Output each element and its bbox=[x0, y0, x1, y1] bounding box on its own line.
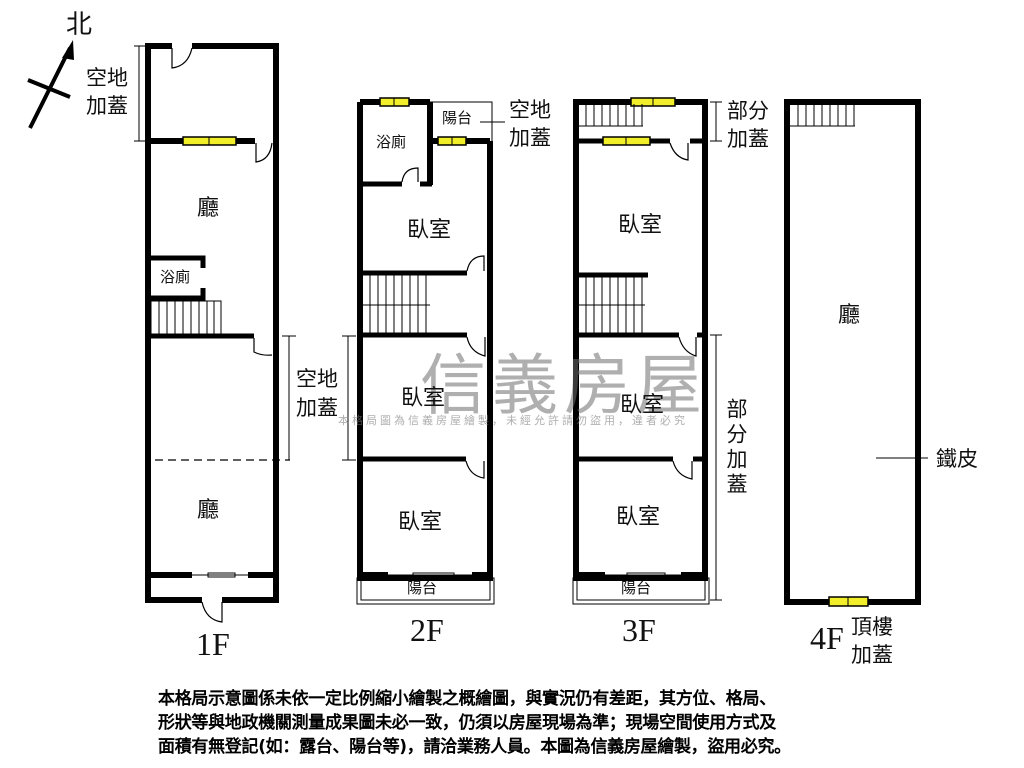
f1-room-bathroom: 浴廁 bbox=[160, 268, 191, 286]
f4-room-hall: 廳 bbox=[838, 303, 861, 328]
floor-1f-plan bbox=[134, 42, 296, 623]
f3-note-side: 部分加蓋 bbox=[724, 398, 748, 498]
watermark-notice: 本格局圖為信義房屋繪製，未經允許請勿盜用，違者必究 bbox=[338, 414, 688, 427]
f3-room-bedroom-middle: 臥室 bbox=[620, 393, 665, 418]
f2-room-bedroom-middle: 臥室 bbox=[401, 386, 446, 411]
f2-floor-label: 2F bbox=[410, 612, 444, 648]
disclaimer-line-1: 本格局示意圖係未依一定比例縮小繪製之概繪圖，與實況仍有差距，其方位、格局、 bbox=[158, 689, 776, 709]
f4-sublabel-line2: 加蓋 bbox=[851, 643, 893, 667]
f3-room-balcony-bottom: 陽台 bbox=[621, 579, 652, 597]
f4-sublabel-line1: 頂樓 bbox=[851, 615, 893, 639]
f3-room-bedroom-lower: 臥室 bbox=[616, 505, 661, 530]
north-label: 北 bbox=[66, 10, 93, 40]
floor-3f-plan bbox=[572, 97, 722, 605]
f1-room-hall-lower: 廳 bbox=[197, 498, 220, 523]
disclaimer-line-3: 面積有無登記(如：露台、陽台等)，請洽業務人員。本圖為信義房屋繪製，盜用必究。 bbox=[158, 737, 791, 757]
f3-room-bedroom-upper: 臥室 bbox=[618, 213, 663, 238]
f1-note-mid-line2: 加蓋 bbox=[296, 396, 338, 420]
f2-room-bedroom-upper: 臥室 bbox=[407, 218, 452, 243]
f2-note-line2: 加蓋 bbox=[509, 126, 551, 150]
f2-note-line1: 空地 bbox=[509, 98, 551, 122]
f1-floor-label: 1F bbox=[196, 626, 230, 662]
f2-room-balcony-bottom: 陽台 bbox=[407, 579, 438, 597]
f1-note-top-line2: 加蓋 bbox=[86, 94, 128, 118]
f1-note-mid-line1: 空地 bbox=[296, 367, 338, 391]
f4-note-iron-sheet: 鐵皮 bbox=[936, 447, 978, 471]
f1-note-top-line1: 空地 bbox=[86, 66, 128, 90]
f3-note-top-line2: 加蓋 bbox=[727, 127, 769, 151]
f3-note-top-line1: 部分 bbox=[727, 99, 769, 123]
f2-room-balcony-top: 陽台 bbox=[442, 109, 473, 127]
f2-room-bedroom-lower: 臥室 bbox=[398, 510, 443, 535]
f1-room-hall-upper: 廳 bbox=[197, 196, 220, 221]
disclaimer-line-2: 形狀等與地政機關測量成果圖未必一致，仍須以房屋現場為準；現場空間使用方式及 bbox=[158, 713, 776, 733]
floor-4f-plan bbox=[784, 99, 928, 607]
north-arrow-icon bbox=[27, 40, 74, 129]
watermark-brand: 信義房屋 bbox=[420, 347, 708, 424]
f3-floor-label: 3F bbox=[622, 612, 656, 648]
floor-2f-plan bbox=[342, 97, 505, 605]
f2-room-bathroom: 浴廁 bbox=[376, 133, 407, 151]
f4-floor-label: 4F bbox=[810, 620, 844, 656]
disclaimer-text: 本格局示意圖係未依一定比例縮小繪製之概繪圖，與實況仍有差距，其方位、格局、 形狀… bbox=[158, 687, 918, 759]
